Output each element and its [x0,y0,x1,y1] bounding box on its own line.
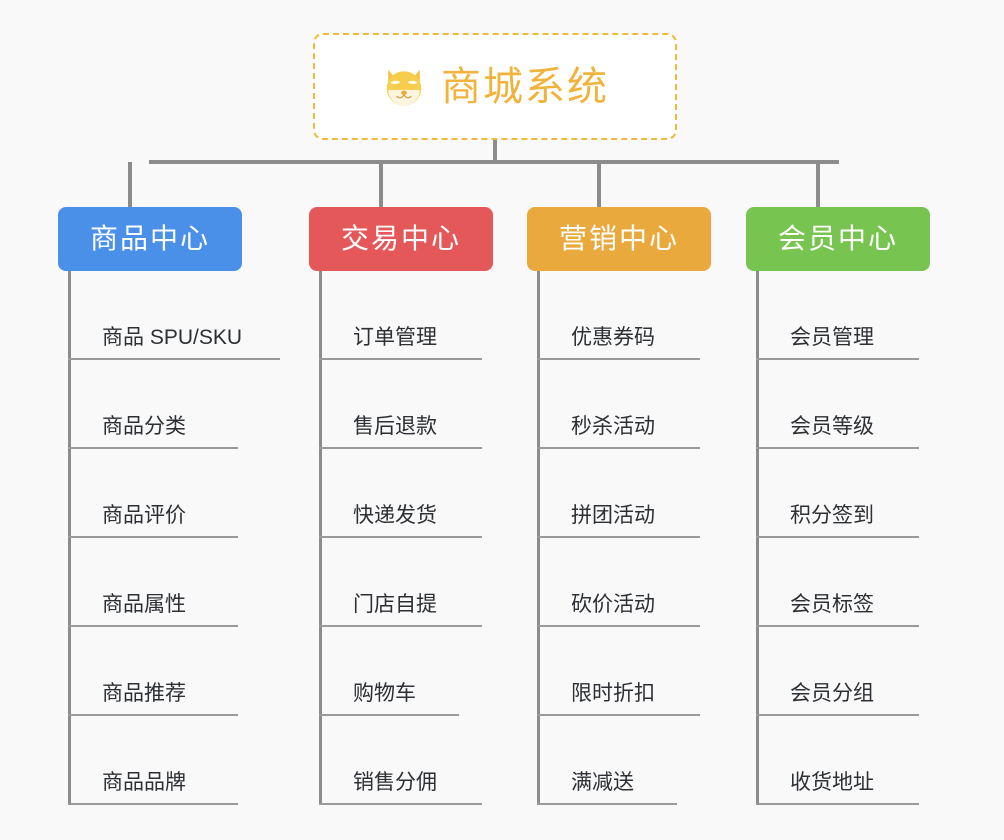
leaf-item-rule [756,536,919,538]
leaf-list: 商品 SPU/SKU 商品分类商品评价商品属性商品推荐商品品牌 [58,271,280,805]
leaf-item-rule [756,714,919,716]
leaf-item[interactable]: 门店自提 [319,538,509,627]
leaf-item-rule [68,803,238,805]
leaf-item-label: 砍价活动 [571,593,655,616]
category-box-0[interactable]: 商品中心 [58,207,242,271]
leaf-item-label: 商品属性 [102,593,186,616]
category-box-1[interactable]: 交易中心 [309,207,493,271]
leaf-item[interactable]: 会员等级 [756,360,946,449]
category-label: 营销中心 [558,223,679,254]
category-drop-connector [128,162,132,207]
leaf-item[interactable]: 会员管理 [756,271,946,360]
leaf-item[interactable]: 售后退款 [319,360,509,449]
leaf-item-rule [537,358,700,360]
leaf-item-label: 售后退款 [353,415,437,438]
leaf-item-label: 限时折扣 [571,682,655,705]
category-drop-connector [379,162,383,207]
leaf-list: 订单管理售后退款快递发货门店自提购物车销售分佣 [309,271,509,805]
leaf-item-label: 会员等级 [790,415,874,438]
category-box-3[interactable]: 会员中心 [746,207,930,271]
leaf-item[interactable]: 销售分佣 [319,716,509,805]
leaf-item[interactable]: 积分签到 [756,449,946,538]
leaf-item-rule [319,536,482,538]
leaf-item[interactable]: 优惠券码 [537,271,727,360]
leaf-item-label: 商品品牌 [102,771,186,794]
leaf-item-rule [319,447,482,449]
column-spine [537,271,540,805]
leaf-item-label: 门店自提 [353,593,437,616]
root-stub-connector [493,140,497,163]
leaf-item-label: 秒杀活动 [571,415,655,438]
leaf-item-rule [537,625,700,627]
leaf-item-label: 会员标签 [790,593,874,616]
leaf-item-rule [537,447,700,449]
leaf-item[interactable]: 快递发货 [319,449,509,538]
root-node[interactable]: 商城系统 [313,33,677,140]
leaf-item[interactable]: 订单管理 [319,271,509,360]
leaf-item[interactable]: 商品分类 [68,360,258,449]
leaf-item-rule [319,714,459,716]
leaf-item[interactable]: 商品 SPU/SKU [68,271,280,360]
leaf-item[interactable]: 收货地址 [756,716,946,805]
category-label: 商品中心 [89,223,210,254]
category-label: 会员中心 [777,223,898,254]
leaf-item-rule [319,625,482,627]
leaf-item[interactable]: 购物车 [319,627,509,716]
leaf-item-rule [68,714,238,716]
leaf-item[interactable]: 会员分组 [756,627,946,716]
leaf-item-rule [537,803,677,805]
leaf-item-rule [756,447,919,449]
leaf-item[interactable]: 商品属性 [68,538,258,627]
leaf-list: 会员管理会员等级积分签到会员标签会员分组收货地址 [746,271,946,805]
leaf-item[interactable]: 满减送 [537,716,727,805]
horizontal-bus-connector [149,160,839,164]
leaf-item-label: 购物车 [353,682,416,705]
leaf-item-rule [537,714,700,716]
leaf-item-rule [756,358,919,360]
category-label: 交易中心 [340,223,461,254]
leaf-item-rule [319,803,482,805]
leaf-item-label: 商品评价 [102,504,186,527]
leaf-item-label: 收货地址 [790,771,874,794]
leaf-item-rule [756,625,919,627]
leaf-item-rule [68,625,238,627]
leaf-item-label: 积分签到 [790,504,874,527]
shiba-dog-emoji [386,69,422,106]
leaf-item[interactable]: 商品推荐 [68,627,258,716]
category-drop-connector [597,162,601,207]
root-title: 商城系统 [441,64,609,109]
category-drop-connector [816,162,820,207]
leaf-item[interactable]: 商品评价 [68,449,258,538]
leaf-item-rule [68,358,280,360]
leaf-item[interactable]: 限时折扣 [537,627,727,716]
leaf-item[interactable]: 会员标签 [756,538,946,627]
leaf-item-rule [319,358,482,360]
leaf-item[interactable]: 秒杀活动 [537,360,727,449]
leaf-item-rule [68,536,238,538]
leaf-item-label: 商品分类 [102,415,186,438]
leaf-item-label: 会员管理 [790,326,874,349]
leaf-item-label: 商品 SPU/SKU [102,326,243,349]
leaf-item-label: 订单管理 [353,326,437,349]
leaf-item[interactable]: 拼团活动 [537,449,727,538]
leaf-item-label: 优惠券码 [571,326,655,349]
leaf-item-rule [756,803,919,805]
leaf-item-label: 商品推荐 [102,682,186,705]
leaf-item[interactable]: 砍价活动 [537,538,727,627]
leaf-item[interactable]: 商品品牌 [68,716,258,805]
leaf-item-rule [537,536,700,538]
column-spine [756,271,759,805]
column-spine [319,271,322,805]
leaf-item-label: 会员分组 [790,682,874,705]
column-spine [68,271,71,805]
category-box-2[interactable]: 营销中心 [527,207,711,271]
leaf-item-label: 快递发货 [353,504,437,527]
leaf-item-rule [68,447,238,449]
leaf-item-label: 满减送 [571,771,634,794]
leaf-list: 优惠券码秒杀活动拼团活动砍价活动限时折扣满减送 [527,271,727,805]
leaf-item-label: 拼团活动 [571,504,655,527]
leaf-item-label: 销售分佣 [353,771,437,794]
